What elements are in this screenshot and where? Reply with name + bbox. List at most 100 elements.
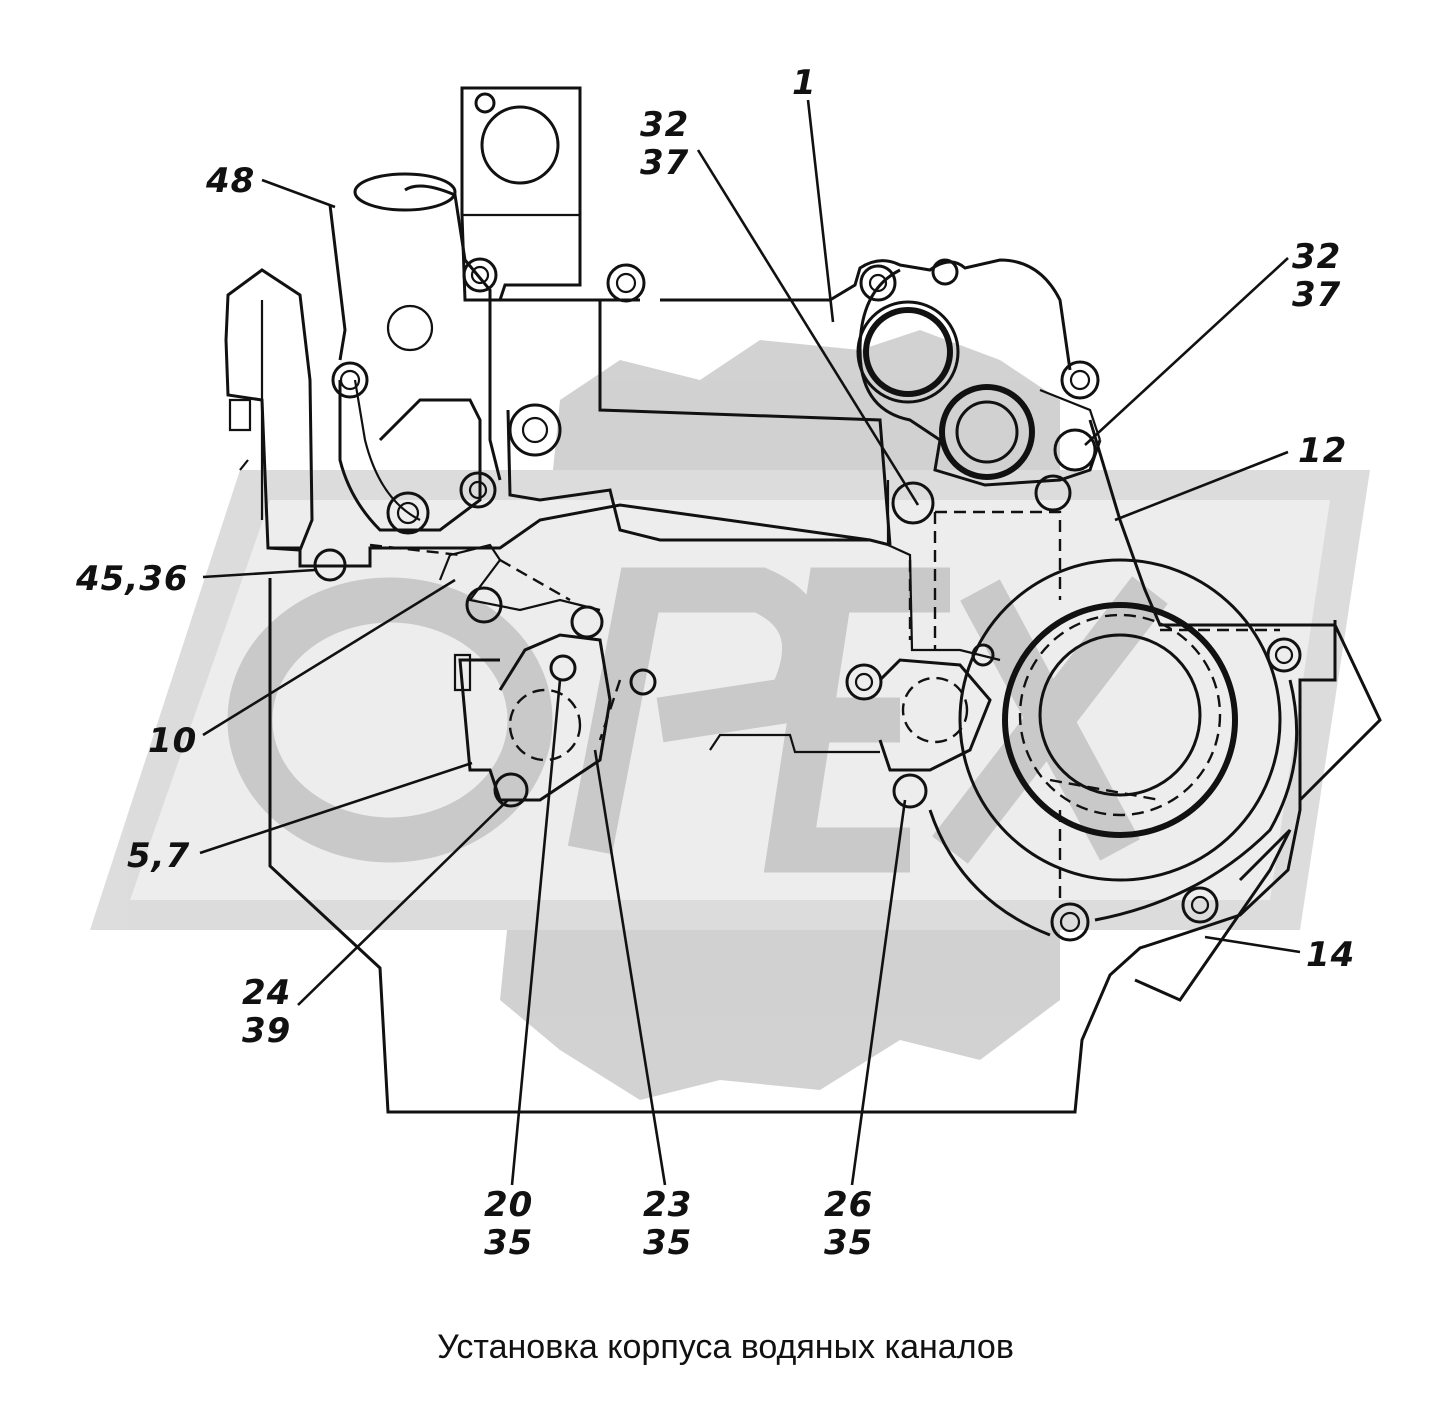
bolt xyxy=(570,605,604,639)
pump-hidden-bore xyxy=(508,688,582,762)
housing-port-outer xyxy=(856,300,960,404)
housing-hidden-channel xyxy=(908,510,1062,650)
leader-23-35 xyxy=(593,749,667,1186)
cover-outer xyxy=(958,558,1282,882)
bolt xyxy=(859,264,897,302)
housing-port-ring xyxy=(863,307,953,397)
leader-32-37-a xyxy=(696,149,920,506)
bolt xyxy=(549,654,577,682)
bolt xyxy=(474,92,496,114)
housing-port-2-inner xyxy=(955,400,1019,464)
watermark-letter-x xyxy=(932,576,1168,864)
diagram-caption: Установка корпуса водяных каналов xyxy=(437,1328,1014,1366)
thermostat-body xyxy=(338,380,482,532)
bolts xyxy=(313,92,1302,942)
thermostat-window xyxy=(386,304,434,352)
bolt xyxy=(1266,637,1302,673)
bolt xyxy=(313,548,347,582)
leader-48 xyxy=(261,178,336,209)
callout-c2-line2: 37 xyxy=(640,143,689,183)
watermark-letter-o xyxy=(227,577,553,863)
callout-c1: 1 xyxy=(792,63,817,103)
pump-parts xyxy=(369,543,1292,1002)
callout-c5: 12 xyxy=(1298,431,1347,471)
callout-c3-line2: 37 xyxy=(1292,275,1341,315)
block-outline xyxy=(268,578,1337,1114)
callout-c11-line2: 35 xyxy=(643,1223,692,1263)
block-upper-edge xyxy=(268,503,891,568)
bolt xyxy=(971,643,995,667)
outlet-pipe xyxy=(328,184,502,481)
leader-45-36 xyxy=(202,568,316,579)
callouts: 1 32 37 32 37 48 12 45,36 10 5,7 24 39 2… xyxy=(75,63,1355,1263)
callout-c11-line1: 23 xyxy=(643,1185,692,1225)
bracket-hidden xyxy=(369,543,622,741)
bolt xyxy=(845,663,883,701)
callout-c7: 10 xyxy=(148,721,197,761)
callout-c6: 45,36 xyxy=(75,559,189,599)
callout-c8: 5,7 xyxy=(127,836,190,876)
callout-c4: 48 xyxy=(205,161,255,201)
bracket-arm xyxy=(438,543,601,612)
thermostat-housing xyxy=(224,86,582,552)
leader-10 xyxy=(202,578,456,737)
mid-boss xyxy=(878,658,992,772)
callout-c12-line2: 35 xyxy=(824,1223,873,1263)
bolt xyxy=(459,471,497,509)
leader-32-37-b xyxy=(1084,257,1289,446)
leader-1 xyxy=(806,99,835,323)
bolt xyxy=(493,772,529,808)
callout-c2-line1: 32 xyxy=(640,105,689,145)
callout-c10-line1: 20 xyxy=(484,1185,533,1225)
bolt xyxy=(1060,360,1100,400)
bolt xyxy=(931,258,959,286)
outlet-pipe-mouth xyxy=(353,172,457,212)
cover-arc xyxy=(928,679,1299,937)
leader-26-35 xyxy=(850,799,907,1186)
engine-block xyxy=(268,419,1382,1114)
housing-right-flange xyxy=(1039,388,1102,441)
leader-24-39 xyxy=(297,799,509,1006)
cover-hidden-lines xyxy=(1049,628,1280,900)
leader-20-35 xyxy=(510,679,562,1186)
callout-c13: 14 xyxy=(1306,935,1355,975)
bolt xyxy=(508,403,562,457)
bolt xyxy=(892,773,928,809)
pump-cover xyxy=(458,633,612,802)
leader-5-7 xyxy=(199,761,473,855)
bolt xyxy=(891,481,935,525)
callout-c10-line2: 35 xyxy=(484,1223,533,1263)
leader-14 xyxy=(1204,935,1301,954)
callout-c12-line1: 26 xyxy=(824,1185,873,1225)
sensor-14 xyxy=(1134,828,1292,1002)
block-bottom-rib xyxy=(709,733,880,754)
bolt xyxy=(1053,428,1097,472)
mount-bracket xyxy=(460,86,582,302)
callout-c9-line1: 24 xyxy=(242,973,291,1013)
front-cover xyxy=(928,558,1299,937)
mid-boss-hidden xyxy=(901,676,969,744)
callout-c3-line1: 32 xyxy=(1292,237,1341,277)
bolt xyxy=(465,586,503,624)
housing-port-ring-2 xyxy=(939,384,1035,480)
bolt xyxy=(1034,474,1072,512)
bolt xyxy=(606,263,646,303)
leader-lines xyxy=(199,99,1301,1186)
crank-seal-inner xyxy=(1038,633,1202,797)
bolt xyxy=(1181,886,1219,924)
callout-c9-line2: 39 xyxy=(242,1011,291,1051)
sensor-block xyxy=(224,268,314,552)
crank-seal-ring xyxy=(1002,602,1238,838)
bolt xyxy=(1050,902,1090,942)
sensor-details xyxy=(228,300,264,520)
crank-hidden xyxy=(1018,613,1222,817)
housing-body xyxy=(500,298,892,546)
pump-tab xyxy=(453,653,472,692)
bracket-hole xyxy=(480,105,560,185)
bolt xyxy=(629,668,657,696)
leader-12 xyxy=(1114,450,1289,522)
block-right-edge xyxy=(1088,419,1382,802)
water-housing xyxy=(500,258,1102,662)
